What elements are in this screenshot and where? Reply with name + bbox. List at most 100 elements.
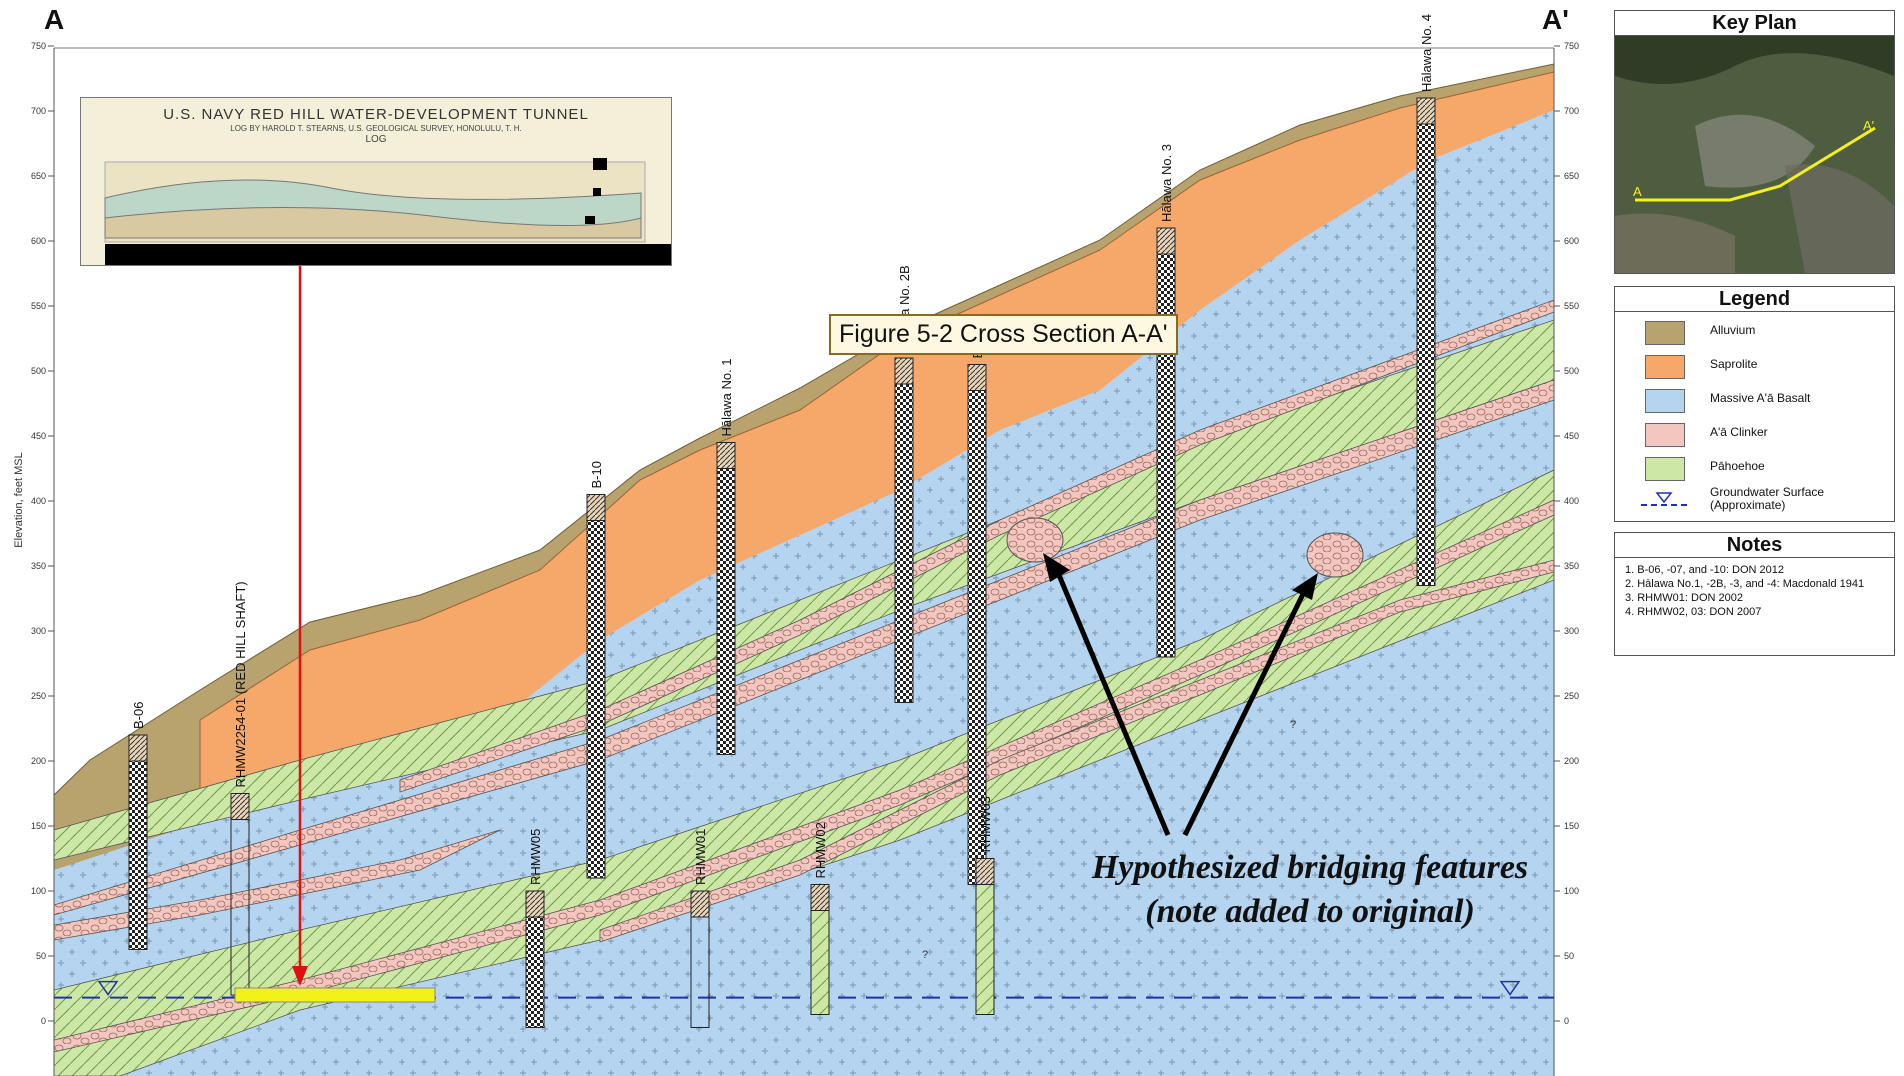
borehole-cap <box>230 793 250 820</box>
borehole-label: RHMW01 <box>693 829 708 885</box>
borehole-cap <box>894 357 914 385</box>
borehole-cap <box>975 858 995 885</box>
borehole-label: RHMW02 <box>813 822 828 878</box>
y-tick-label-right: 250 <box>1564 691 1579 701</box>
legend-swatch-clinker <box>1645 423 1685 447</box>
borehole: RHMW05 <box>525 829 545 1028</box>
legend-panel: Legend Alluvium Saprolite Massive A'ā Ba… <box>1614 286 1895 522</box>
legend-swatch-pahoehoe <box>1645 457 1685 481</box>
borehole-label: RHMW03 <box>978 796 993 852</box>
key-plan-marker-a-prime: A' <box>1863 118 1874 133</box>
legend-title: Legend <box>1615 287 1894 312</box>
legend-item-basalt: Massive A'ā Basalt <box>1615 389 1894 419</box>
notes-title: Notes <box>1615 533 1894 558</box>
y-tick-label-left: 650 <box>31 171 46 181</box>
section-label-a-prime: A' <box>1542 4 1569 35</box>
borehole-cap <box>690 890 710 918</box>
legend-item-saprolite: Saprolite <box>1615 355 1894 385</box>
legend-item-groundwater: Groundwater Surface (Approximate) <box>1615 485 1894 517</box>
y-tick-label-right: 650 <box>1564 171 1579 181</box>
y-tick-label-right: 600 <box>1564 236 1579 246</box>
tunnel-log-subtitle: LOG BY HAROLD T. STEARNS, U.S. GEOLOGICA… <box>230 124 522 133</box>
borehole-label: RHMW2254-01 (RED HILL SHAFT) <box>233 581 248 787</box>
y-tick-label-left: 450 <box>31 431 46 441</box>
groundwater-marker-icon <box>1499 980 1521 996</box>
y-tick-label-right: 200 <box>1564 756 1579 766</box>
y-tick-label-left: 500 <box>31 366 46 376</box>
legend-label-groundwater-approx: (Approximate) <box>1710 498 1786 512</box>
legend-item-alluvium: Alluvium <box>1615 321 1894 351</box>
y-ticks-left: 0501001502002503003504004505005506006507… <box>31 41 54 1026</box>
y-tick-label-left: 400 <box>31 496 46 506</box>
y-tick-label-right: 550 <box>1564 301 1579 311</box>
y-tick-label-left: 700 <box>31 106 46 116</box>
borehole-cap <box>1416 97 1436 125</box>
question-mark-1: ? <box>1290 719 1296 731</box>
tunnel-log-label: LOG <box>365 134 387 145</box>
note-item: 3. RHMW01: DON 2002 <box>1625 592 1743 604</box>
y-tick-label-left: 550 <box>31 301 46 311</box>
bridging-feature-right <box>1306 532 1364 578</box>
notes-list: 1. B-06, -07, and -10: DON 2012 2. Hālaw… <box>1625 564 1894 619</box>
borehole: B-10 <box>586 461 606 879</box>
clinker-lens-4 <box>599 559 1554 943</box>
borehole-label: B-06 <box>131 702 146 729</box>
y-tick-label-left: 750 <box>31 41 46 51</box>
borehole-column <box>716 442 736 755</box>
note-item: 1. B-06, -07, and -10: DON 2012 <box>1625 564 1784 576</box>
borehole-column <box>128 734 148 950</box>
y-ticks-right: 0501001502002503003504004505005506006507… <box>1554 41 1579 1026</box>
legend-swatch-alluvium <box>1645 321 1685 345</box>
borehole-column <box>586 494 606 879</box>
y-tick-label-right: 450 <box>1564 431 1579 441</box>
y-tick-label-left: 600 <box>31 236 46 246</box>
y-tick-label-right: 400 <box>1564 496 1579 506</box>
borehole: Hālawa No. 4 <box>1416 14 1436 586</box>
key-plan-title: Key Plan <box>1615 11 1894 36</box>
basalt-main-unit <box>54 110 1554 1076</box>
bridging-feature-left <box>1006 517 1064 563</box>
clinker-lens-5 <box>54 829 501 941</box>
tunnel-log-inset: U.S. NAVY RED HILL WATER-DEVELOPMENT TUN… <box>80 97 672 266</box>
borehole: RHMW02 <box>810 822 830 1015</box>
y-tick-label-left: 300 <box>31 626 46 636</box>
note-item: 2. Hālawa No.1, -2B, -3, and -4: Macdona… <box>1625 578 1865 590</box>
borehole: Hālawa No. 1 <box>716 358 736 755</box>
borehole: Hālawa No. 3 <box>1156 144 1176 658</box>
red-hill-tunnel <box>234 987 436 1003</box>
legend-swatch-saprolite <box>1645 355 1685 379</box>
y-tick-label-left: 50 <box>36 951 46 961</box>
tunnel-log-sketch <box>104 158 646 243</box>
borehole-label: Hālawa No. 4 <box>1419 14 1434 92</box>
legend-label-pahoehoe: Pāhoehoe <box>1710 459 1765 473</box>
legend-item-pahoehoe: Pāhoehoe <box>1615 457 1894 487</box>
legend-swatch-groundwater <box>1641 492 1687 506</box>
annotation-line-1: Hypothesized bridging features <box>1091 849 1529 886</box>
redaction-bar <box>105 244 671 265</box>
borehole-cap <box>586 494 606 521</box>
y-tick-label-left: 350 <box>31 561 46 571</box>
red-arrow-head <box>292 966 308 986</box>
borehole-cap <box>967 364 987 391</box>
y-tick-label-left: 250 <box>31 691 46 701</box>
note-item: 4. RHMW02, 03: DON 2007 <box>1625 606 1762 618</box>
borehole-cap <box>810 884 830 911</box>
y-tick-label-right: 750 <box>1564 41 1579 51</box>
legend-label-clinker: A'ā Clinker <box>1710 425 1768 439</box>
legend-label-groundwater: Groundwater Surface <box>1710 485 1825 499</box>
legend-swatch-basalt <box>1645 389 1685 413</box>
legend-label-alluvium: Alluvium <box>1710 323 1756 337</box>
borehole-cap <box>1156 227 1176 255</box>
borehole-label: RHMW05 <box>528 829 543 885</box>
borehole-cap <box>525 890 545 918</box>
key-plan-map: A A' <box>1615 36 1894 273</box>
y-axis-label: Elevation, feet MSL <box>13 452 25 547</box>
y-tick-label-left: 0 <box>41 1016 46 1026</box>
section-label-a: A <box>44 4 65 35</box>
borehole-label: Hālawa No. 3 <box>1159 144 1174 222</box>
legend-item-clinker: A'ā Clinker <box>1615 423 1894 453</box>
y-tick-label-right: 500 <box>1564 366 1579 376</box>
notes-panel: Notes 1. B-06, -07, and -10: DON 2012 2.… <box>1614 532 1895 656</box>
y-tick-label-right: 100 <box>1564 886 1579 896</box>
groundwater-marker-icon <box>97 980 119 996</box>
